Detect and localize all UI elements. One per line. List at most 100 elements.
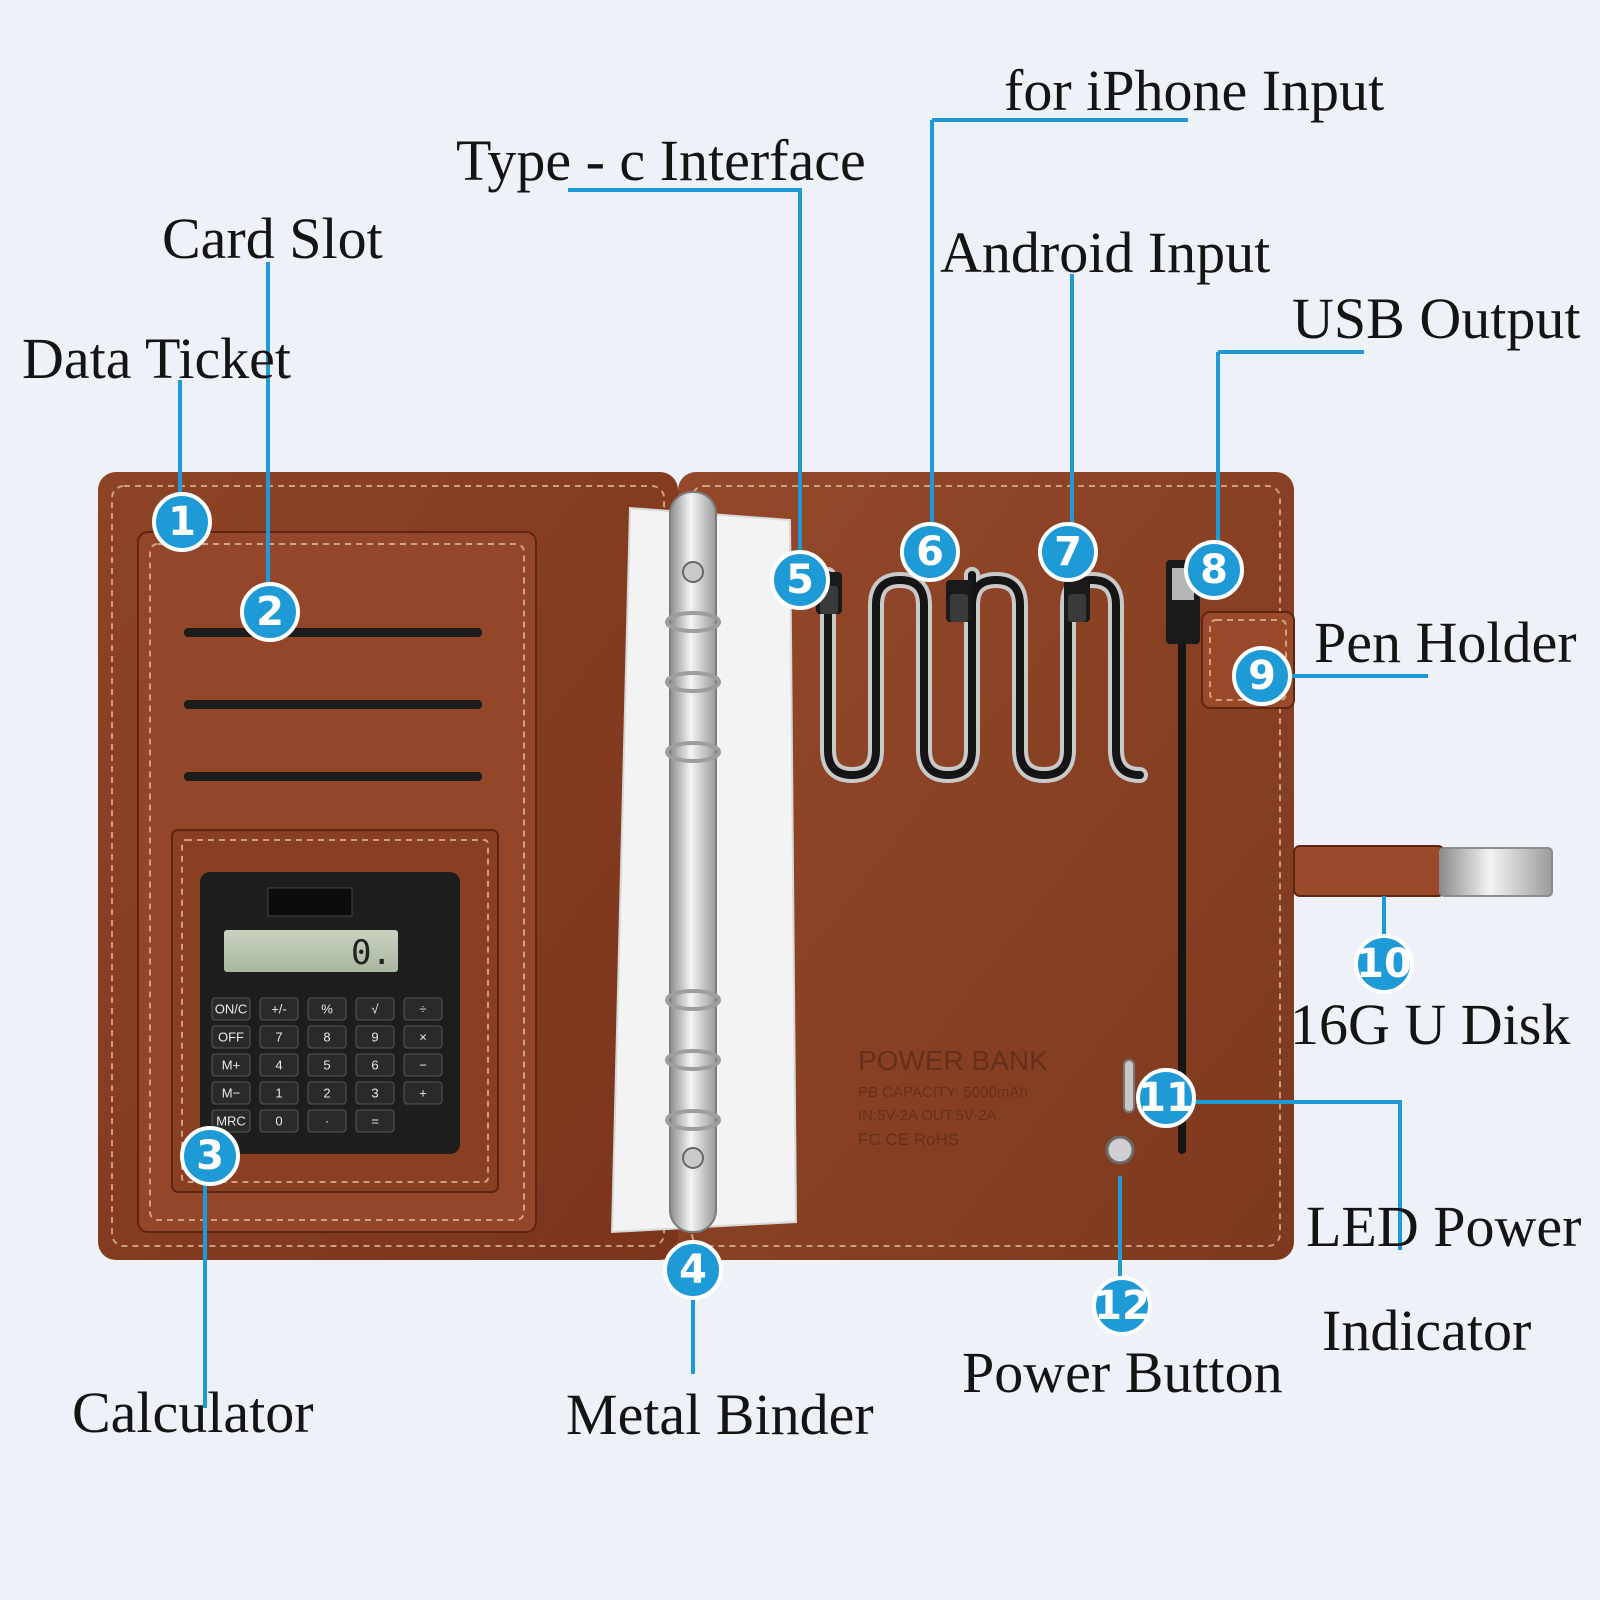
calculator-key[interactable]: √ (355, 997, 395, 1021)
badge-7: 7 (1038, 522, 1098, 582)
calculator-key[interactable]: × (403, 1025, 443, 1049)
label-usb-output: USB Output (1292, 286, 1580, 351)
svg-text:1: 1 (168, 499, 196, 545)
svg-text:7: 7 (1054, 529, 1082, 575)
calculator-key-label: 3 (371, 1086, 378, 1101)
badge-5: 5 (770, 550, 830, 610)
label-calculator: Calculator (72, 1380, 314, 1445)
badge-2: 2 (240, 582, 300, 642)
card-slot-3[interactable] (184, 772, 482, 781)
calculator-key-label: · (325, 1114, 329, 1129)
svg-text:8: 8 (1200, 547, 1228, 593)
svg-text:4: 4 (679, 1247, 707, 1293)
calculator-key-label: 2 (323, 1086, 330, 1101)
label-android-input: Android Input (940, 220, 1270, 285)
calculator-key-label: 0 (275, 1114, 282, 1129)
calculator-key-label: M− (222, 1086, 240, 1101)
calculator-key-label: √ (371, 1002, 379, 1017)
binder-rivet-bottom (682, 1147, 704, 1169)
badge-10: 10 (1354, 934, 1414, 994)
svg-text:6: 6 (916, 529, 944, 575)
label-iphone-input: for iPhone Input (1004, 58, 1384, 123)
calculator-key-label: 9 (371, 1030, 378, 1045)
card-slot-2[interactable] (184, 700, 482, 709)
calculator-key[interactable]: 6 (355, 1053, 395, 1077)
calculator-key-label: 1 (275, 1086, 282, 1101)
calculator-key-label: − (419, 1058, 427, 1073)
calculator-key-label: ÷ (419, 1002, 426, 1017)
svg-text:10: 10 (1356, 941, 1412, 987)
binder-ring (665, 671, 721, 693)
calculator-key-label: × (419, 1030, 427, 1045)
badge-4: 4 (663, 1240, 723, 1300)
calculator-key[interactable]: 2 (307, 1081, 347, 1105)
binder-rings (665, 611, 721, 1131)
power-bank-title: POWER BANK (858, 1045, 1048, 1076)
calculator-key[interactable]: = (355, 1109, 395, 1133)
calculator-key[interactable]: 4 (259, 1053, 299, 1077)
calculator-key-label: % (321, 1002, 333, 1017)
calculator-key[interactable]: 9 (355, 1025, 395, 1049)
cables (824, 571, 1186, 1154)
iphone-connector[interactable] (946, 580, 972, 622)
calculator-key[interactable]: 1 (259, 1081, 299, 1105)
calculator-key-label: MRC (216, 1114, 246, 1129)
calculator-key[interactable]: MRC (211, 1109, 251, 1133)
binder-ring (665, 741, 721, 763)
power-bank-io: IN:5V-2A OUT:5V-2A (858, 1107, 996, 1124)
calculator-key[interactable]: 3 (355, 1081, 395, 1105)
solar-panel (267, 887, 353, 917)
calculator-key[interactable]: M− (211, 1081, 251, 1105)
calculator-key-label: 6 (371, 1058, 378, 1073)
calculator-key[interactable]: 8 (307, 1025, 347, 1049)
calculator-key[interactable]: OFF (211, 1025, 251, 1049)
calculator-key[interactable]: ON/C (211, 997, 251, 1021)
binder-ring (665, 1109, 721, 1131)
calculator-key[interactable]: % (307, 997, 347, 1021)
calculator-key[interactable]: ÷ (403, 997, 443, 1021)
svg-text:11: 11 (1138, 1075, 1194, 1121)
binder-rivet-top (682, 561, 704, 583)
calculator-keypad: ON/C +/-% √ ÷ OFF 7 8 9 × M+ 4 5 6 − M− 1 2 3 + MRC 0 · = (211, 997, 443, 1133)
u-disk[interactable] (1439, 847, 1553, 897)
calculator-key[interactable]: · (307, 1109, 347, 1133)
calculator-key-label: 5 (323, 1058, 330, 1073)
svg-text:5: 5 (786, 557, 814, 603)
metal-binder[interactable] (665, 491, 721, 1233)
label-type-c-interface: Type - c Interface (456, 128, 866, 193)
u-disk-strap[interactable] (1293, 845, 1445, 897)
calculator-key-label: = (371, 1114, 379, 1129)
calculator-pocket-stitch (181, 839, 489, 1183)
calculator-key[interactable]: M+ (211, 1053, 251, 1077)
label-led-power: LED Power (1306, 1194, 1581, 1259)
badge-11: 11 (1136, 1068, 1196, 1128)
calculator-key-label: 4 (275, 1058, 282, 1073)
card-slot-1[interactable] (184, 628, 482, 637)
calculator-key[interactable]: − (403, 1053, 443, 1077)
svg-text:9: 9 (1248, 653, 1276, 699)
badge-12: 12 (1092, 1276, 1152, 1336)
binder-ring (665, 611, 721, 633)
calculator-key[interactable]: +/- (259, 997, 299, 1021)
calculator-key-label: 7 (275, 1030, 282, 1045)
label-data-ticket: Data Ticket (22, 326, 291, 391)
calculator-key[interactable]: 0 (259, 1109, 299, 1133)
calculator-key[interactable]: 7 (259, 1025, 299, 1049)
binder-spine (669, 491, 717, 1233)
power-button[interactable] (1105, 1135, 1135, 1165)
calculator-key[interactable]: + (403, 1081, 443, 1105)
badge-8: 8 (1184, 540, 1244, 600)
svg-text:2: 2 (256, 589, 284, 635)
label-indicator: Indicator (1322, 1298, 1531, 1363)
svg-text:3: 3 (196, 1133, 224, 1179)
power-bank-capacity: PB CAPACITY: 5000mAh (858, 1084, 1028, 1101)
calculator-key[interactable]: 5 (307, 1053, 347, 1077)
android-connector[interactable] (1064, 580, 1090, 622)
label-metal-binder: Metal Binder (566, 1382, 874, 1447)
power-bank-certs: FC CE RoHS (858, 1130, 959, 1149)
calculator-key-label: OFF (218, 1030, 244, 1045)
card-pocket-stitch (149, 543, 525, 1221)
